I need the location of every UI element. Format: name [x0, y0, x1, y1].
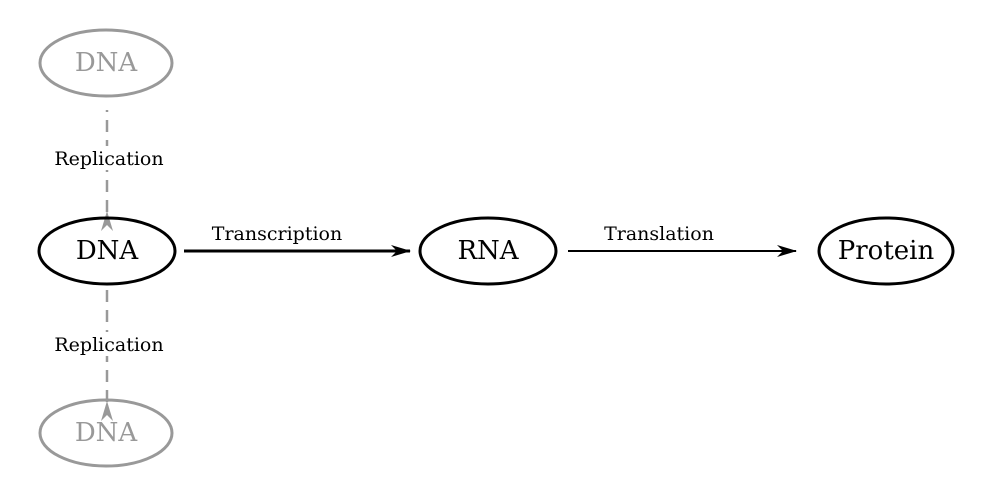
protein-label: Protein	[838, 236, 935, 266]
node-protein: Protein	[817, 216, 955, 286]
node-dna-center: DNA	[37, 216, 177, 286]
node-dna-top: DNA	[38, 28, 174, 98]
dna-center-ellipse	[37, 216, 177, 286]
edge-replication-up: Replication	[52, 110, 164, 231]
protein-ellipse	[817, 216, 955, 286]
dna-center-label: DNA	[76, 236, 140, 266]
edge-transcription: Transcription	[184, 223, 411, 257]
dna-bottom-ellipse	[38, 398, 174, 468]
dna-top-label: DNA	[75, 48, 139, 78]
edge-replication-down: Replication	[52, 290, 164, 421]
translation-label: Translation	[604, 223, 714, 245]
node-dna-bottom: DNA	[38, 398, 174, 468]
dna-bottom-label: DNA	[75, 418, 139, 448]
dna-top-ellipse	[38, 28, 174, 98]
edge-translation: Translation	[568, 223, 797, 257]
rna-ellipse	[418, 216, 558, 286]
node-rna: RNA	[418, 216, 558, 286]
rna-label: RNA	[457, 236, 519, 266]
replication-up-label: Replication	[54, 148, 163, 170]
transcription-label: Transcription	[212, 223, 342, 245]
replication-down-label: Replication	[54, 334, 163, 356]
